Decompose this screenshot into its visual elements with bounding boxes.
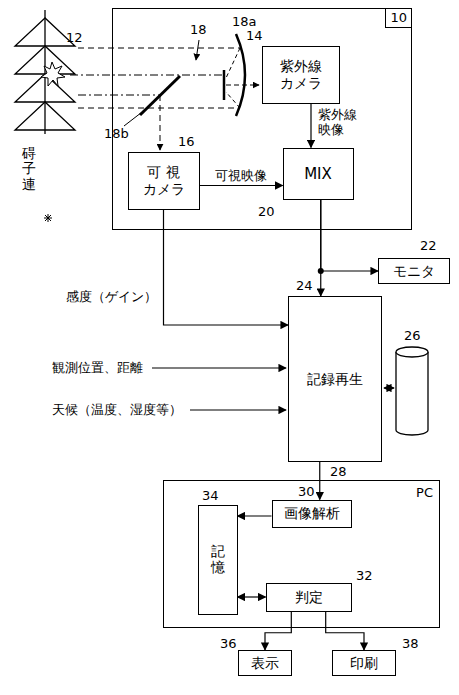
node-text: モニタ xyxy=(393,263,435,280)
callout-number: 36 xyxy=(220,636,237,652)
storage-link xyxy=(384,387,394,388)
storage-box: 記憶 xyxy=(198,505,238,615)
connector-arrow xyxy=(200,185,283,186)
connector-arrow xyxy=(164,210,289,326)
node-text: 表示 xyxy=(251,655,279,672)
callout-number: 18 xyxy=(190,22,207,38)
connector-arrow xyxy=(238,596,266,597)
insulator-string xyxy=(15,10,75,134)
storage-cylinder xyxy=(396,347,428,435)
input-label: 観測位置、距離 xyxy=(52,360,143,376)
node-text: MIX xyxy=(304,165,332,183)
recorder-box: 記録再生 xyxy=(288,296,382,462)
leader-line xyxy=(196,40,199,60)
callout-number: 22 xyxy=(420,238,437,254)
insulator-label: 碍子連 xyxy=(22,146,36,192)
callout-number: 28 xyxy=(330,464,347,480)
node-text: 可 視 カメラ xyxy=(132,164,196,198)
callout-number: 18a xyxy=(232,14,257,30)
concave-mirror-18a xyxy=(236,34,245,116)
connector-arrow xyxy=(326,612,364,651)
node-text: 記憶 xyxy=(211,544,225,575)
node-text: 画像解析 xyxy=(284,505,340,522)
callout-number: 20 xyxy=(258,204,275,220)
callout-number: 26 xyxy=(404,328,421,344)
node-text: 紫外線 カメラ xyxy=(266,58,336,92)
input-wire xyxy=(152,367,286,368)
callout-number: 38 xyxy=(402,636,419,652)
display-box: 表示 xyxy=(238,650,292,676)
light-beams xyxy=(70,48,259,150)
callout-number: 18b xyxy=(104,126,129,142)
edge-label: 紫外線 映像 xyxy=(317,107,362,138)
sub-mirror xyxy=(223,70,226,100)
connector-arrow xyxy=(265,612,291,651)
discharge-spark xyxy=(41,62,65,86)
print-box: 印刷 xyxy=(332,650,396,676)
asterisk-mark xyxy=(44,214,52,222)
callout-number: 14 xyxy=(246,28,263,44)
edge-label: 感度（ゲイン） xyxy=(65,289,158,305)
leader-line xyxy=(124,109,146,126)
junction-dot xyxy=(318,268,324,274)
callout-number: 12 xyxy=(66,30,83,46)
uv-camera-box: 紫外線 カメラ xyxy=(262,46,340,104)
node-text: 印刷 xyxy=(350,655,378,672)
monitor-box: モニタ xyxy=(378,258,450,284)
visible-camera-box: 可 視 カメラ xyxy=(128,152,200,210)
image-analysis-box: 画像解析 xyxy=(272,500,352,528)
callout-number: 34 xyxy=(202,488,219,504)
input-wire xyxy=(190,409,286,410)
node-text: 10 xyxy=(385,9,411,28)
judgement-box: 判定 xyxy=(266,583,352,612)
node-text: PC xyxy=(416,485,433,501)
callout-number: 30 xyxy=(298,484,315,500)
node-text: 記録再生 xyxy=(307,371,363,388)
edge-label: 可視映像 xyxy=(214,168,268,184)
callout-number: 32 xyxy=(356,568,373,584)
connector-arrow xyxy=(321,200,378,272)
connector-arrow xyxy=(238,515,272,516)
connector-arrow xyxy=(310,104,311,148)
mixer-box: MIX xyxy=(283,148,354,200)
input-label: 天候（温度、湿度等） xyxy=(52,402,182,418)
node-text: 判定 xyxy=(295,589,323,606)
callout-number: 24 xyxy=(296,278,313,294)
callout-number: 16 xyxy=(178,134,195,150)
